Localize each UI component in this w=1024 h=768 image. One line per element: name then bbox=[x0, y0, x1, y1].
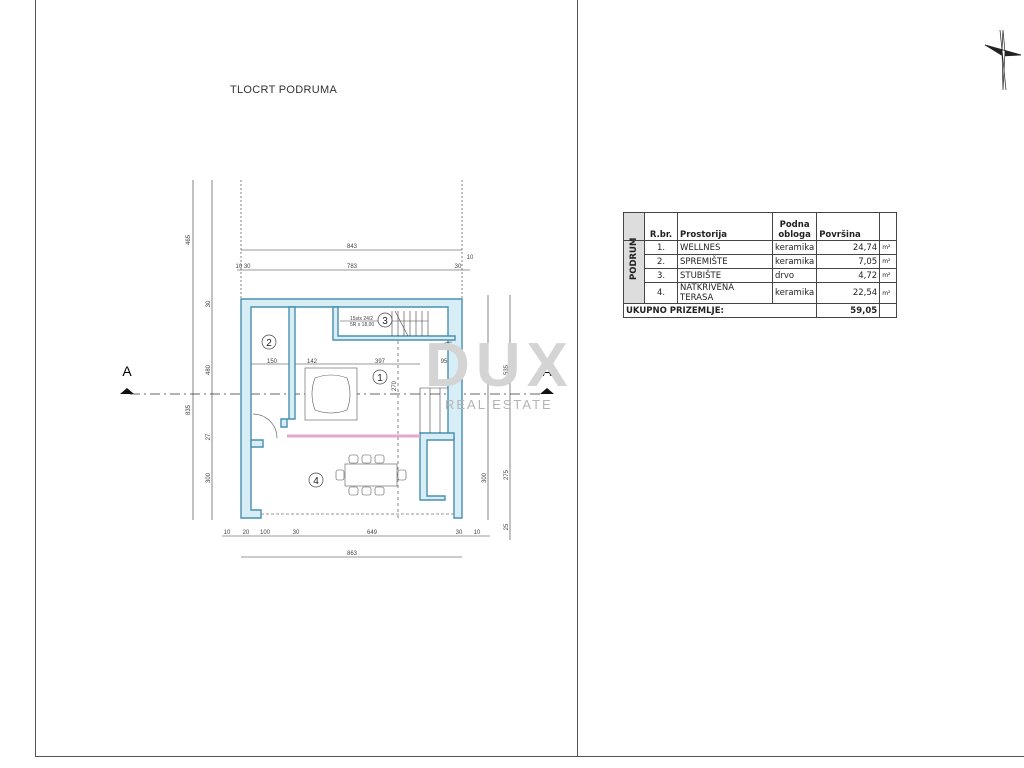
dim: 30 bbox=[293, 530, 300, 536]
dim: 30 bbox=[456, 530, 463, 536]
col-header-room: Prostorija bbox=[677, 212, 773, 241]
col-header-rbr: R.br. bbox=[644, 212, 678, 241]
dim: 270 bbox=[392, 380, 398, 391]
section-marker-left: A bbox=[122, 363, 132, 379]
stair-label: 5R x 18,00 bbox=[350, 322, 374, 328]
dim: 535 bbox=[504, 364, 510, 375]
sheet-frame bbox=[35, 0, 1024, 757]
dim: 20 bbox=[243, 530, 250, 536]
dim: 480 bbox=[482, 364, 488, 375]
dim: 10 30 bbox=[235, 264, 251, 270]
room-area-table: R.br. Prostorija Podna obloga Površina P… bbox=[622, 212, 898, 318]
dim: 863 bbox=[347, 551, 358, 557]
dining-table bbox=[335, 454, 407, 496]
dim: 95 bbox=[441, 359, 448, 365]
table-row: 3. STUBIŠTE drvo 4,72 m² bbox=[624, 268, 898, 283]
dim: 30 bbox=[206, 300, 212, 307]
cell-unit: m² bbox=[879, 268, 898, 283]
dim: 397 bbox=[375, 359, 386, 365]
dim: 142 bbox=[307, 359, 318, 365]
room-number: 4 bbox=[313, 476, 319, 487]
room-number: 2 bbox=[266, 338, 272, 349]
dim: 300 bbox=[206, 472, 212, 483]
room-number: 1 bbox=[377, 373, 383, 384]
section-marker-right: A bbox=[542, 363, 552, 379]
dim: 649 bbox=[367, 530, 378, 536]
dim: 10 bbox=[474, 530, 481, 536]
table-corner bbox=[623, 212, 645, 241]
cell-floor: keramika bbox=[771, 282, 818, 304]
table-row: PODRUM 1. WELLNES keramika 24,74 m² bbox=[623, 238, 898, 304]
sheet-divider bbox=[577, 0, 578, 757]
group-label: PODRUM bbox=[623, 238, 645, 304]
total-unit bbox=[879, 303, 898, 318]
dim: 27 bbox=[206, 433, 212, 440]
dim: 480 bbox=[206, 364, 212, 375]
cell-floor: keramika bbox=[771, 254, 818, 269]
dim: 275 bbox=[504, 469, 510, 480]
dim: 25 bbox=[504, 523, 510, 530]
total-label: UKUPNO PRIZEMLJE: bbox=[622, 303, 818, 318]
walls bbox=[240, 298, 463, 519]
dim: 10 bbox=[224, 530, 231, 536]
stair-label: 15stx 24/2 bbox=[350, 316, 373, 322]
plan-title: TLOCRT PODRUMA bbox=[230, 84, 338, 96]
jacuzzi bbox=[304, 367, 358, 421]
dim: 150 bbox=[267, 359, 278, 365]
dim: 100 bbox=[260, 530, 271, 536]
dim: 835 bbox=[186, 404, 192, 415]
dim: 843 bbox=[347, 244, 358, 250]
dim: 783 bbox=[347, 264, 358, 270]
room-number: 3 bbox=[382, 316, 388, 327]
north-arrow-icon bbox=[984, 29, 1022, 91]
dim: 465 bbox=[186, 234, 192, 245]
dim: 30 bbox=[455, 264, 462, 270]
dim: 300 bbox=[482, 472, 488, 483]
col-header-floor: Podna obloga bbox=[771, 212, 818, 241]
table-total-row: UKUPNO PRIZEMLJE: 59,05 bbox=[622, 303, 898, 318]
dim: 10 bbox=[467, 255, 474, 261]
